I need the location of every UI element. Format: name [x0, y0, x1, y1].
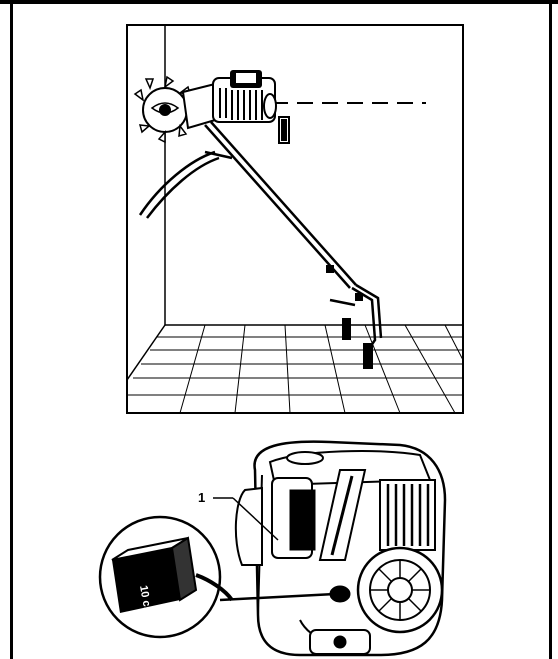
- callout-number-1: 1: [198, 490, 205, 505]
- container-label: 10 cl: [137, 584, 153, 610]
- illustration-frame-top: [126, 24, 464, 414]
- engine-closeup-illustration: [234, 440, 447, 657]
- grip-left: [342, 318, 351, 340]
- grip-right: [363, 343, 373, 369]
- fuel-measure-zoom: 10 cl: [98, 515, 234, 639]
- page-left-rule: [10, 0, 13, 659]
- page-top-rule: [0, 0, 558, 4]
- page-right-rule: [549, 0, 552, 659]
- tiller-engine: [212, 70, 277, 123]
- floor-grid: [127, 324, 464, 414]
